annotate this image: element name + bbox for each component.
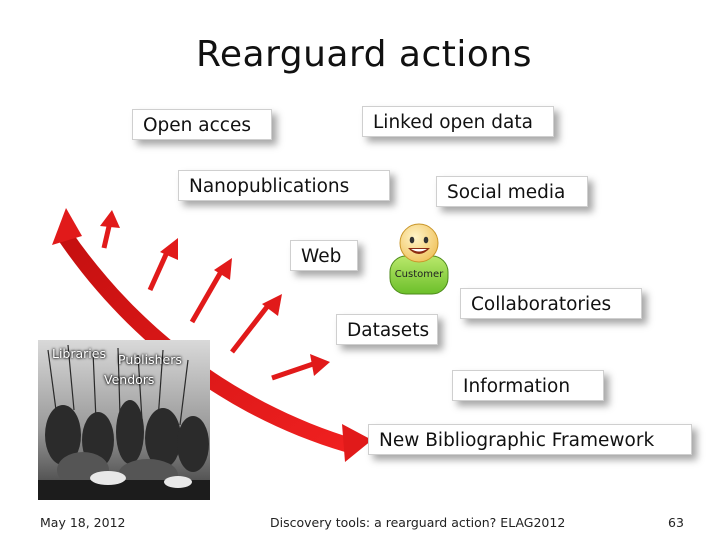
customer-label: Customer <box>394 269 444 280</box>
box-information: Information <box>452 370 604 401</box>
box-linked-open-data: Linked open data <box>362 106 554 137</box>
box-collaboratories: Collaboratories <box>460 288 642 319</box>
footer-date: May 18, 2012 <box>40 515 126 530</box>
footer-center-text: Discovery tools: a rearguard action? ELA… <box>270 515 566 530</box>
box-nanopublications: Nanopublications <box>178 170 390 201</box>
battle-painting: Libraries Publishers Vendors <box>38 340 210 500</box>
customer-figure: Customer <box>388 218 450 298</box>
arc-band <box>58 232 345 452</box>
arc-arrowhead <box>342 424 372 462</box>
box-web: Web <box>290 240 358 271</box>
label-vendors: Vendors <box>104 372 155 387</box>
box-new-bibliographic-framework: New Bibliographic Framework <box>368 424 692 455</box>
box-social-media: Social media <box>436 176 588 207</box>
battle-scene-image <box>38 340 210 500</box>
label-publishers: Publishers <box>118 352 182 367</box>
customer-icon <box>389 223 449 295</box>
slide-title: Rearguard actions <box>195 34 533 75</box>
arc-left-arrowhead <box>52 208 82 245</box>
box-datasets: Datasets <box>336 314 438 345</box>
label-libraries: Libraries <box>52 346 106 361</box>
box-open-access: Open acces <box>132 109 272 140</box>
footer-page-number: 63 <box>668 515 684 530</box>
